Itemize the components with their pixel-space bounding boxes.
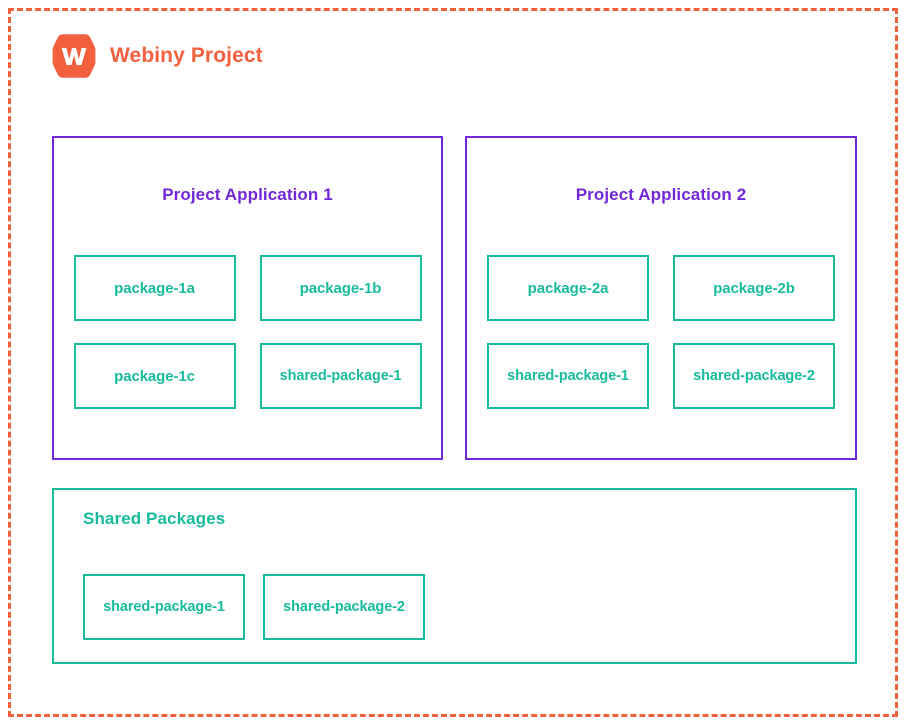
package-box[interactable]: package-1c [73,343,236,409]
package-label: package-1a [114,279,195,297]
shared-packages-title: Shared Packages [83,509,226,528]
application-title-2: Project Application 2 [575,185,747,204]
package-label: package-1b [299,279,382,297]
application-title-1: Project Application 1 [162,185,333,204]
shared-package-box[interactable]: shared-package-1 [83,574,245,640]
application-package-grid-2: package-2a package-2b shared-package-1 s… [467,255,855,409]
package-label: shared-package-1 [279,368,402,384]
project-title: Webiny Project [110,44,263,67]
webiny-hexagon-logo-icon [52,34,96,78]
package-box[interactable]: package-1b [259,255,422,321]
package-label: shared-package-1 [103,599,225,615]
shared-package-box[interactable]: shared-package-2 [673,343,835,409]
application-box-1[interactable]: Project Application 1 package-1a package… [52,136,443,460]
package-label: shared-package-2 [693,368,815,384]
shared-packages-grid: shared-package-1 shared-package-2 [83,574,425,640]
package-box[interactable]: package-1a [73,255,236,321]
package-box[interactable]: package-2a [487,255,649,321]
application-box-2[interactable]: Project Application 2 package-2a package… [465,136,857,460]
shared-packages-box[interactable]: Shared Packages shared-package-1 shared-… [52,488,857,664]
package-box[interactable]: package-2b [673,255,835,321]
shared-package-box[interactable]: shared-package-1 [259,343,422,409]
package-label: shared-package-1 [507,368,629,384]
package-label: package-2b [713,279,795,297]
shared-package-box[interactable]: shared-package-1 [487,343,649,409]
application-package-grid-1: package-1a package-1b package-1c shared-… [54,255,441,409]
shared-package-box[interactable]: shared-package-2 [263,574,425,640]
package-label: shared-package-2 [283,599,405,615]
project-header: Webiny Project [52,32,263,80]
package-label: package-2a [527,279,609,297]
package-label: package-1c [114,367,195,385]
